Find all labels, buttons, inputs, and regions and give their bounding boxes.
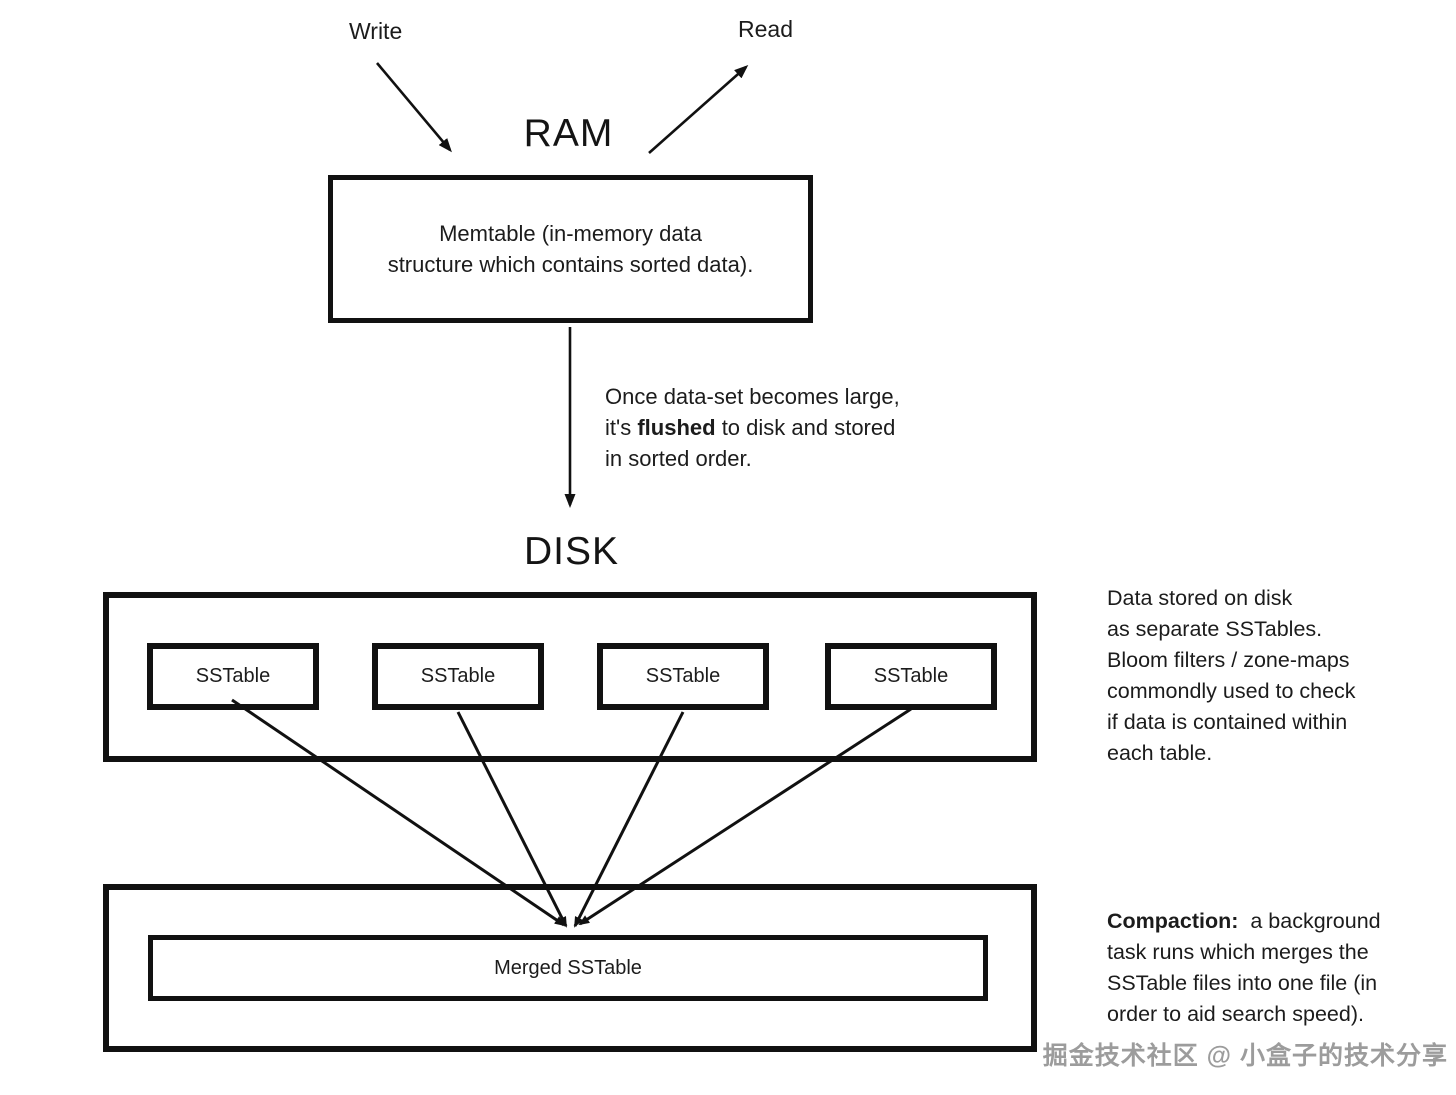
merged-sstable-label: Merged SSTable (494, 956, 642, 979)
flush-note-line2-prefix: it's (605, 415, 632, 440)
disk-note-line1: Data stored on disk (1107, 586, 1293, 610)
sstable-label-1: SSTable (195, 665, 271, 687)
compaction-note-bold: Compaction: (1107, 909, 1239, 933)
merged-sstable-box: Merged SSTable (148, 935, 988, 1001)
disk-note: Data stored on disk as separate SSTables… (1107, 583, 1356, 769)
read-arrow (648, 65, 749, 154)
sstable-box-4: SSTable (825, 643, 997, 710)
memtable-text-line1: Memtable (in-memory data (439, 221, 702, 246)
flush-note-line2-bold: flushed (637, 415, 716, 440)
flush-note: Once data-set becomes large, it's flushe… (605, 381, 900, 474)
write-label: Write (349, 18, 403, 44)
read-label: Read (738, 16, 793, 42)
flush-note-line3: in sorted order. (605, 446, 752, 471)
compaction-note-line1: Compaction: a background (1107, 906, 1381, 937)
disk-note-line2: as separate SSTables. (1107, 617, 1323, 641)
flush-note-line1: Once data-set becomes large, (605, 384, 900, 409)
compaction-note-line2: task runs which merges the (1107, 940, 1369, 964)
sstable-box-2: SSTable (372, 643, 544, 710)
disk-note-line4: commondly used to check (1107, 679, 1356, 703)
sstable-label-3: SSTable (645, 665, 721, 687)
compaction-note-line3: SSTable files into one file (in (1107, 971, 1378, 995)
flush-note-line2: it's flushed to disk and stored (605, 412, 900, 443)
disk-heading: DISK (523, 530, 620, 573)
write-arrow (376, 62, 452, 153)
compaction-note-line4: order to aid search speed). (1107, 1002, 1364, 1026)
ram-heading: RAM (523, 112, 614, 155)
disk-note-line3: Bloom filters / zone-maps (1107, 648, 1350, 672)
flush-note-line2-suffix: to disk and stored (721, 415, 896, 440)
sstable-label-4: SSTable (873, 665, 949, 687)
sstable-box-3: SSTable (597, 643, 769, 710)
sstable-label-2: SSTable (420, 665, 496, 687)
disk-note-line6: each table. (1107, 741, 1213, 765)
watermark: 掘金技术社区 @ 小盒子的技术分享 (1042, 1042, 1448, 1070)
memtable-text-line2: structure which contains sorted data). (387, 252, 754, 277)
disk-note-line5: if data is contained within (1107, 710, 1348, 734)
compaction-note-line1-rest: a background (1250, 909, 1381, 933)
compaction-note: Compaction: a background task runs which… (1107, 906, 1381, 1030)
memtable-text: Memtable (in-memory data structure which… (388, 218, 754, 280)
sstable-box-1: SSTable (147, 643, 319, 710)
memtable-box: Memtable (in-memory data structure which… (328, 175, 813, 323)
